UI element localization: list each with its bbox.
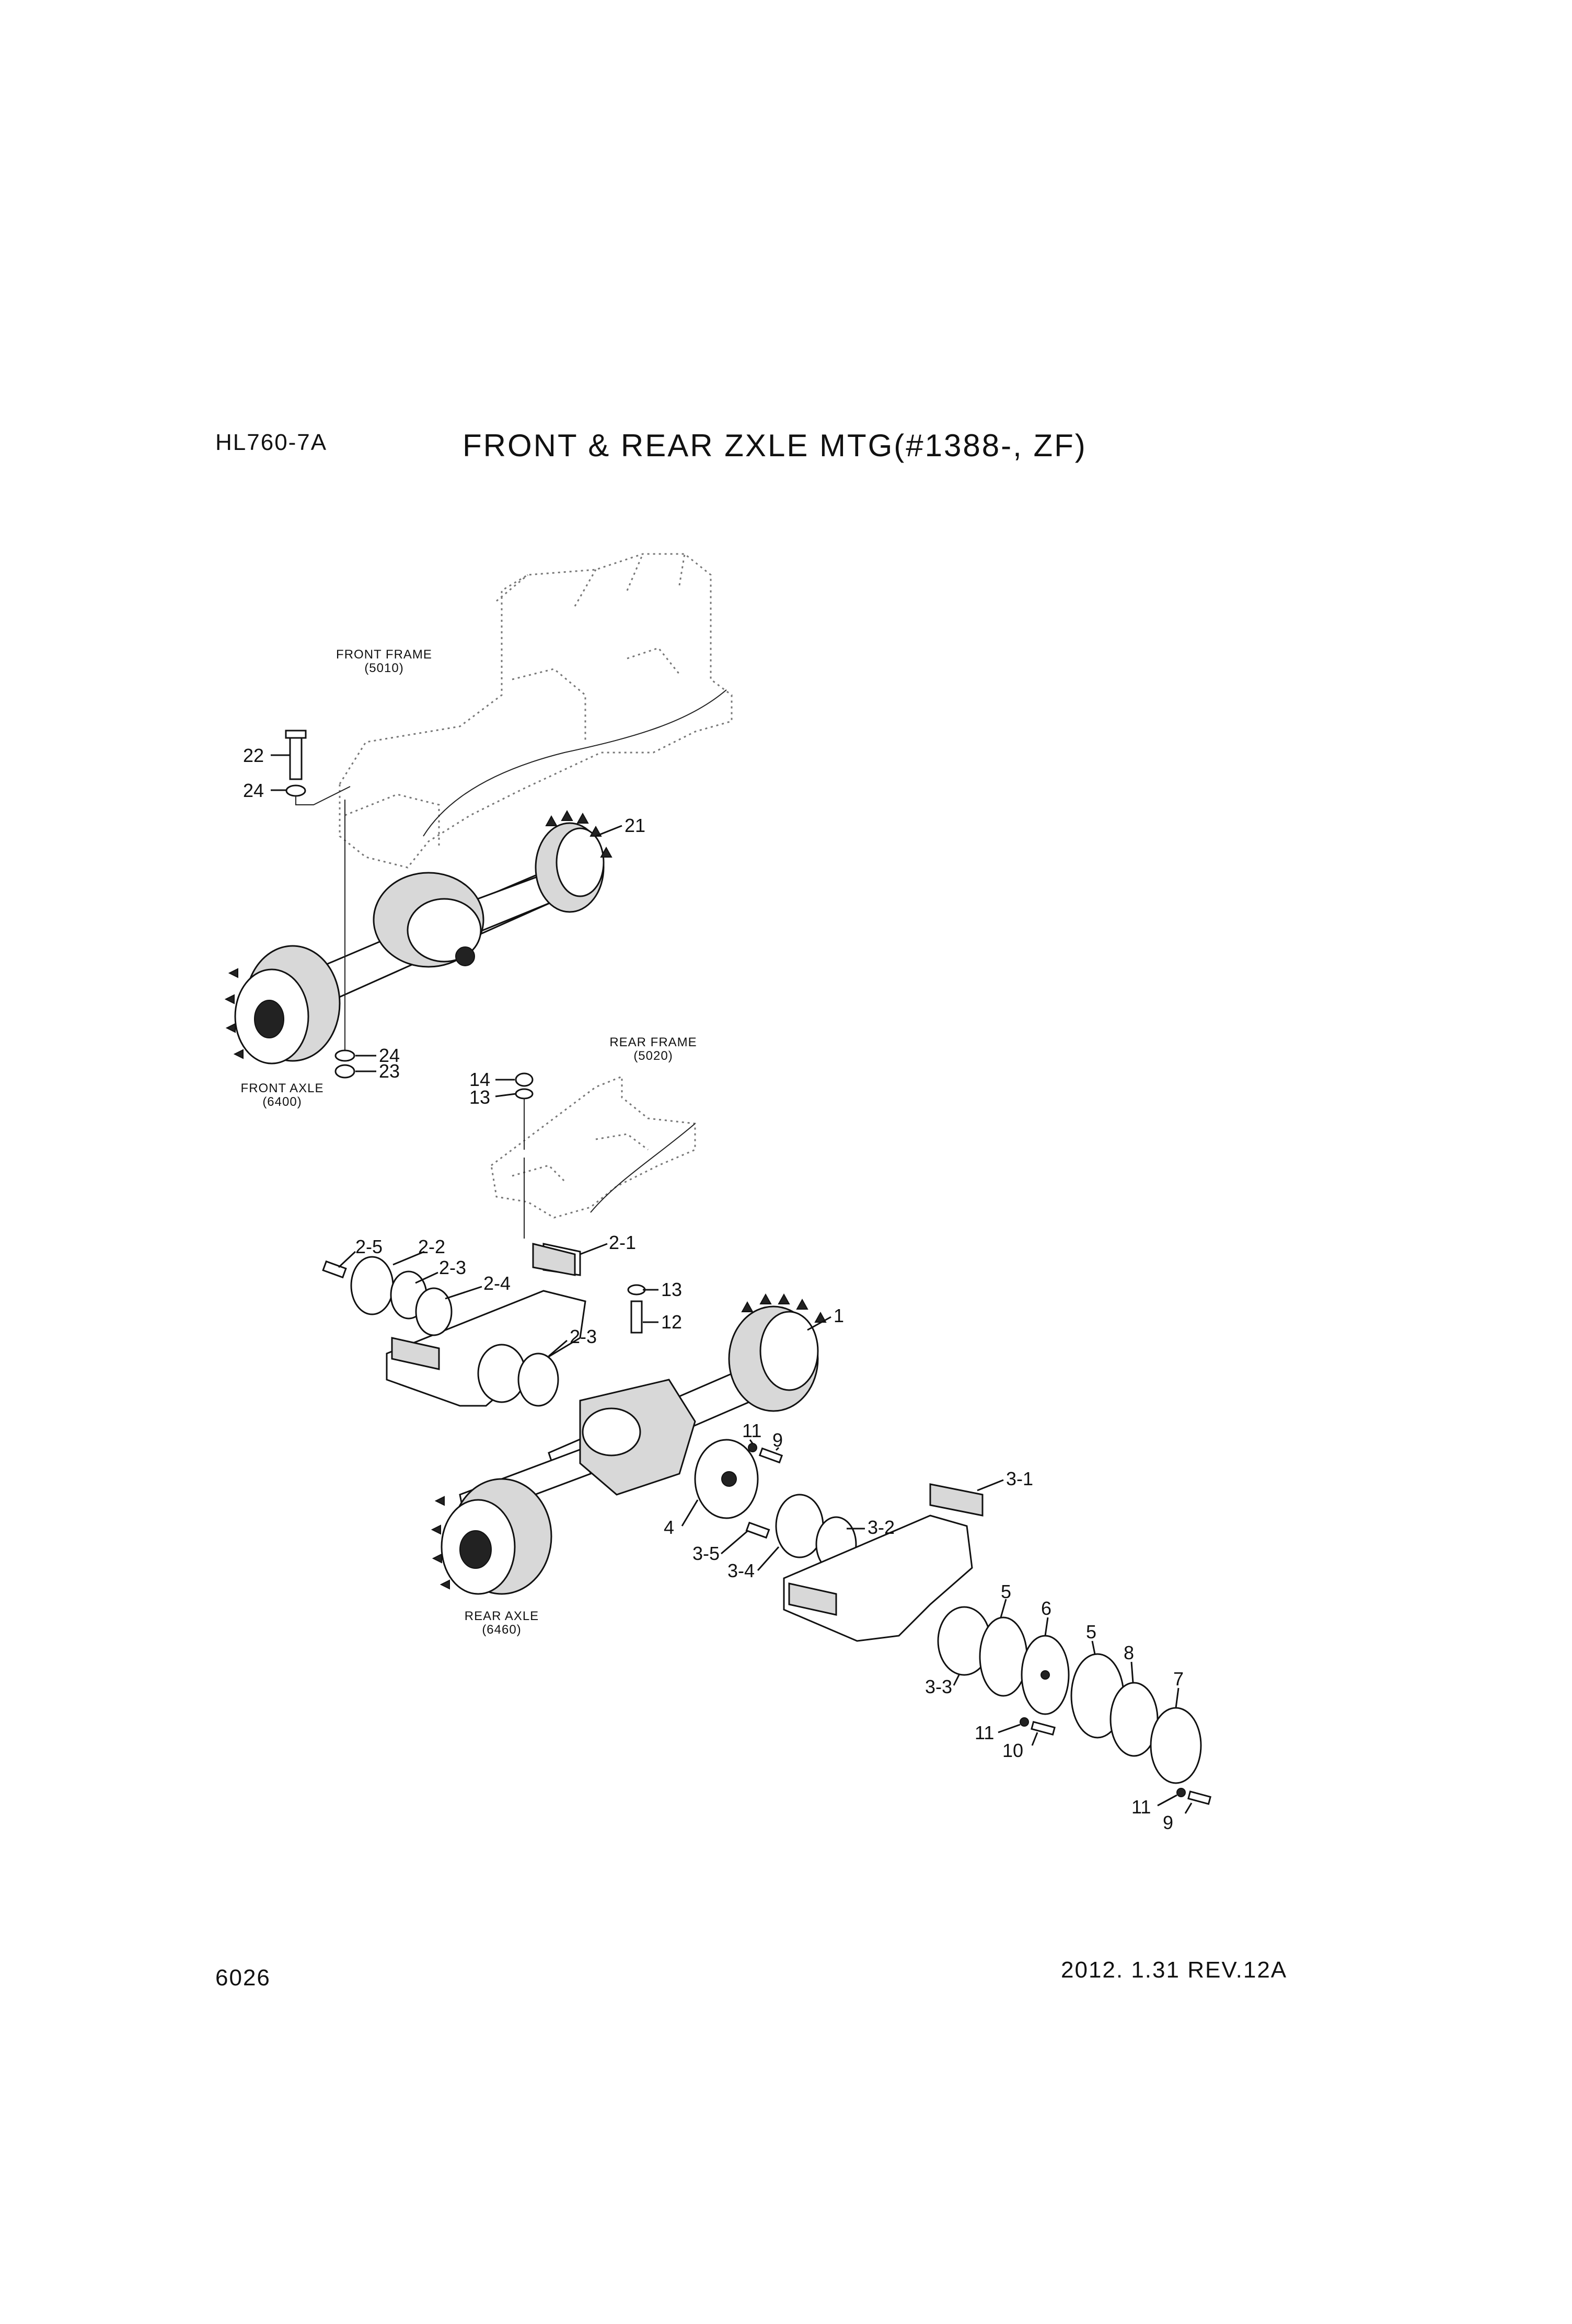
front-axle: FRONT AXLE (6400) (224, 810, 612, 1109)
washer-24-lower (334, 1049, 355, 1062)
callout-3-5: 3-5 (692, 1543, 720, 1564)
callout-10: 10 (1002, 1740, 1023, 1761)
washer-11-upper (748, 1443, 757, 1452)
callout-21: 21 (625, 815, 645, 836)
callout-23: 23 (379, 1060, 400, 1082)
callout-1: 1 (834, 1305, 844, 1326)
callout-13: 13 (469, 1086, 490, 1108)
callout-12: 12 (661, 1311, 682, 1333)
model-code: HL760-7A (215, 430, 328, 455)
front-frame-outline: FRONT FRAME (5010) (336, 553, 733, 869)
callout-2-1: 2-1 (609, 1232, 636, 1253)
ring-5-left (979, 1616, 1028, 1697)
callout-9: 9 (772, 1429, 783, 1451)
bolt-12 (630, 1300, 643, 1334)
ring-2-2 (350, 1256, 394, 1315)
rear-axle-label: REAR AXLE (465, 1609, 539, 1623)
front-axle-number: (6400) (262, 1095, 302, 1109)
callout-3-4: 3-4 (727, 1560, 755, 1581)
bolt-22 (289, 733, 303, 780)
leader-lines (271, 754, 1193, 1814)
callout-2-4: 2-4 (483, 1273, 511, 1294)
callout-5: 5 (1086, 1621, 1096, 1643)
ring-2-4 (415, 1287, 453, 1336)
callout-3-2: 3-2 (868, 1517, 895, 1538)
callout-labels: 22 24 21 24 23 14 13 2-5 2-2 2-3 2-4 2-1… (243, 745, 1184, 1833)
callout-13: 13 (661, 1279, 682, 1300)
washer-13-lower (627, 1284, 646, 1296)
callout-3-1: 3-1 (1006, 1468, 1033, 1489)
bolt-9-upper (758, 1447, 783, 1464)
callout-2-2: 2-2 (418, 1236, 445, 1257)
callout-5: 5 (1001, 1581, 1011, 1602)
rear-axle-number: (6460) (482, 1623, 521, 1637)
bolt-2-5 (322, 1260, 347, 1279)
callout-24: 24 (243, 780, 264, 801)
front-frame-label: FRONT FRAME (336, 648, 432, 662)
nut-14 (515, 1072, 534, 1087)
callout-2-3: 2-3 (570, 1326, 597, 1347)
washer-24-upper (285, 784, 306, 797)
washer-11-lower (1176, 1788, 1186, 1797)
callout-11: 11 (975, 1722, 994, 1743)
callout-3-3: 3-3 (925, 1676, 952, 1697)
callout-4: 4 (664, 1517, 674, 1538)
page-title: FRONT & REAR ZXLE MTG(#1388-, ZF) (463, 428, 1087, 463)
page-number: 6026 (215, 1965, 271, 1991)
callout-9: 9 (1163, 1812, 1173, 1833)
front-mount-hardware (285, 730, 355, 1079)
front-axle-label: FRONT AXLE (241, 1081, 324, 1095)
bolt-10 (1031, 1720, 1056, 1736)
callout-24: 24 (379, 1045, 400, 1066)
callout-2-5: 2-5 (355, 1236, 383, 1257)
callout-8: 8 (1124, 1642, 1134, 1663)
rear-axle-assembly: REAR AXLE (6460) (322, 1243, 1211, 1805)
washer-13-upper (515, 1088, 534, 1100)
callout-14: 14 (469, 1069, 490, 1090)
rear-frame-number: (5020) (633, 1049, 673, 1063)
bolt-3-5 (745, 1521, 770, 1539)
revision-date: 2012. 1.31 REV.12A (1061, 1957, 1288, 1983)
callout-11: 11 (1131, 1796, 1151, 1818)
nut-23 (334, 1064, 355, 1079)
rear-frame-hardware (515, 1072, 534, 1239)
callout-11: 11 (742, 1420, 761, 1441)
washer-11-middle (1020, 1717, 1029, 1727)
ring-2-3-right (517, 1352, 559, 1407)
rear-frame-outline: REAR FRAME (5020) (490, 1035, 697, 1219)
rear-frame-label: REAR FRAME (609, 1035, 697, 1049)
bolt-9-lower (1187, 1790, 1211, 1805)
cover-7 (1150, 1707, 1202, 1784)
callout-22: 22 (243, 745, 264, 766)
callout-6: 6 (1041, 1598, 1051, 1619)
callout-2-3: 2-3 (439, 1257, 466, 1278)
callout-7: 7 (1173, 1668, 1184, 1690)
front-frame-number: (5010) (364, 661, 403, 675)
